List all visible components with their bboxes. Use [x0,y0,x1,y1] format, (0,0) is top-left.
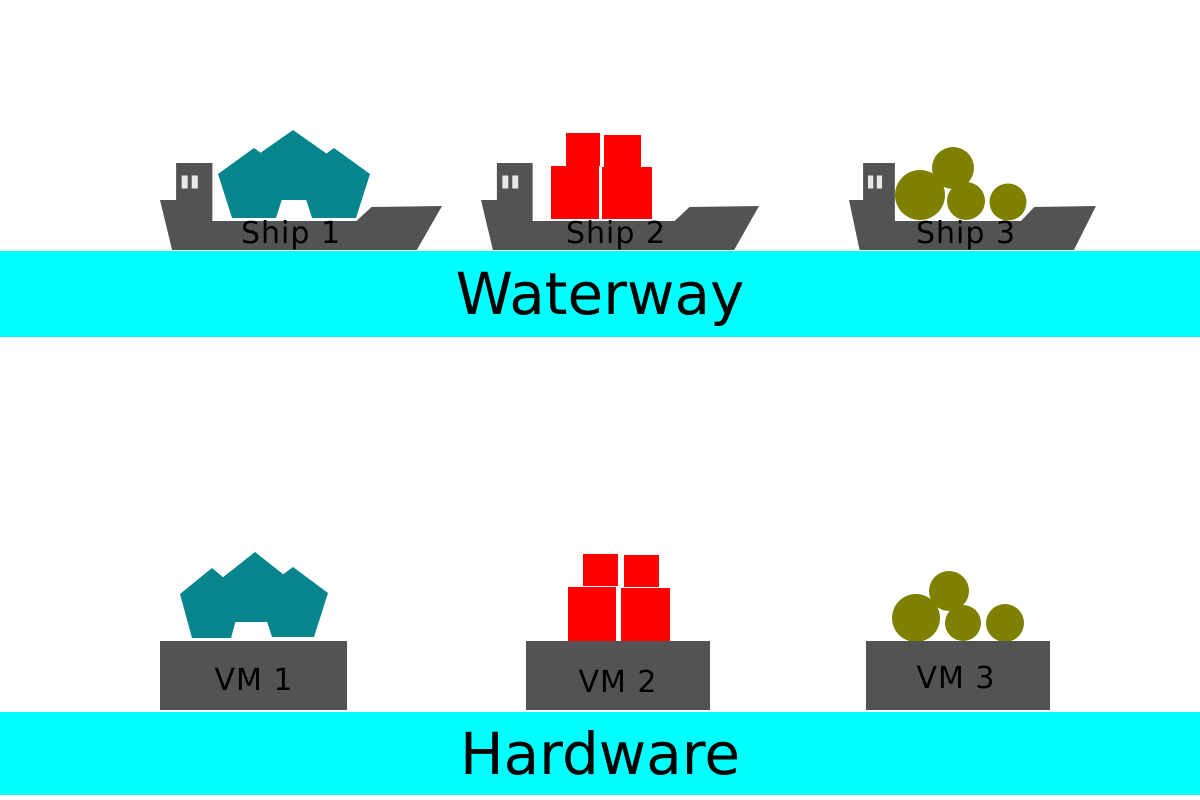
box-cargo [624,555,659,587]
cabin-window-icon [191,175,198,189]
box-cargo [551,166,599,219]
pentagon-cargo [180,568,243,638]
ship-2-hull [481,163,759,250]
circle-cargo [989,183,1027,221]
waterway-band: Waterway [0,251,1200,337]
cabin-window-icon [181,175,188,189]
box-cargo [604,135,641,167]
cabin-window-icon [512,175,519,189]
hardware-label: Hardware [459,719,741,788]
box-cargo [621,588,670,641]
circle-cargo [932,147,974,189]
vm-3-label: VM 3 [916,661,996,696]
vm-1-cargo [180,552,328,638]
ship-1-label: Ship 1 [240,216,342,251]
cabin-window-icon [867,175,874,189]
cabin-window-icon [876,175,883,189]
ship-3-label: Ship 3 [915,216,1017,251]
box-cargo [602,167,652,219]
ship-hull-shape [849,200,1096,250]
circle-cargo [895,170,945,220]
ship-1-hull [160,163,442,250]
ship-2-label: Ship 2 [565,216,667,251]
ship-3-hull [849,163,1096,250]
ship-3-cargo [895,147,1027,221]
circle-cargo [929,571,969,611]
pentagon-cargo [218,148,290,218]
circle-cargo [892,594,940,642]
box-cargo [568,587,616,641]
pentagon-cargo [298,148,370,218]
hardware-band: Hardware [0,712,1200,795]
ship-1-cargo [218,130,370,218]
ship-hull-shape [481,200,759,250]
ship-2-cargo [551,133,652,219]
vm-3-cargo [892,571,1024,642]
vm-1-box [160,641,347,710]
circle-cargo [986,604,1024,642]
vm-2-cargo [568,554,670,641]
vm-2-label: VM 2 [578,665,658,700]
circle-cargo [945,605,981,641]
pentagon-cargo [258,567,328,637]
box-cargo [566,133,600,166]
circle-cargo [947,182,985,220]
ship-hull-shape [160,200,442,250]
box-cargo [583,554,618,586]
vm-3-box [866,641,1050,710]
vm-2-box [526,641,710,710]
vm-1-label: VM 1 [214,663,294,698]
cabin-window-icon [502,175,509,189]
waterway-label: Waterway [455,260,745,328]
